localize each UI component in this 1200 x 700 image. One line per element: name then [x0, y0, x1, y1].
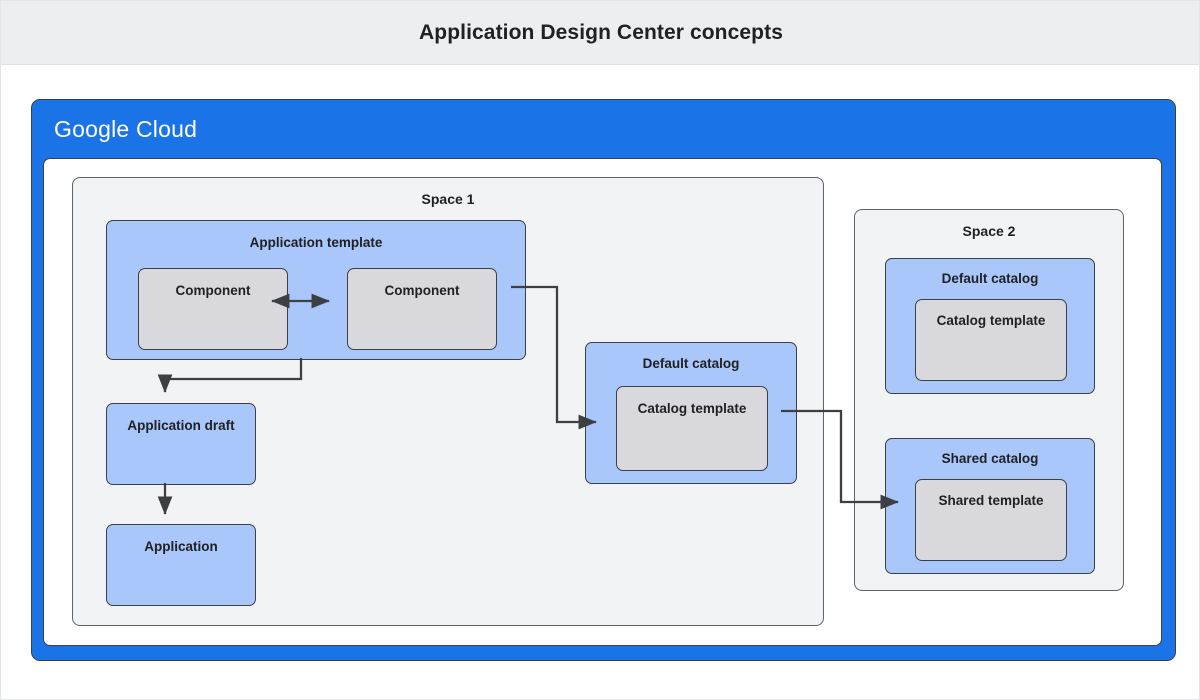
component-label-1: Component [175, 283, 251, 298]
application-draft-box: Application draft [106, 403, 256, 485]
space-2-container: Space 2 Default catalog Catalog template… [854, 209, 1124, 591]
shared-catalog-label: Shared catalog [941, 451, 1039, 466]
shared-template-label: Shared template [938, 493, 1044, 508]
shared-catalog-box: Shared catalog Shared template [885, 438, 1095, 574]
application-template-box: Application template Component Component [106, 220, 526, 360]
google-cloud-logo-secondary: Cloud [135, 116, 198, 142]
google-cloud-inner-panel: Space 1 Application template Component C… [43, 158, 1162, 646]
default-catalog-label-space-1: Default catalog [642, 356, 740, 371]
google-cloud-frame: Google Cloud Space 1 Application templat… [31, 99, 1176, 661]
application-template-label: Application template [249, 235, 383, 250]
catalog-template-label-space-1: Catalog template [637, 401, 747, 416]
application-label: Application [144, 539, 218, 554]
application-draft-label: Application draft [127, 418, 235, 433]
application-box: Application [106, 524, 256, 606]
space-1-title: Space 1 [421, 191, 475, 207]
default-catalog-box-space-1: Default catalog Catalog template [585, 342, 797, 484]
space-1-container: Space 1 Application template Component C… [72, 177, 824, 626]
catalog-template-box-space-2: Catalog template [915, 299, 1067, 381]
component-label-2: Component [384, 283, 460, 298]
shared-template-box: Shared template [915, 479, 1067, 561]
page-title: Application Design Center concepts [419, 20, 783, 44]
google-cloud-logo-primary: Google [54, 116, 130, 142]
default-catalog-box-space-2: Default catalog Catalog template [885, 258, 1095, 394]
component-box-1: Component [138, 268, 288, 350]
catalog-template-box-space-1: Catalog template [616, 386, 768, 471]
google-cloud-logo: Google Cloud [54, 116, 197, 143]
component-box-2: Component [347, 268, 497, 350]
space-2-title: Space 2 [962, 223, 1016, 239]
page-header: Application Design Center concepts [1, 1, 1199, 65]
catalog-template-label-space-2: Catalog template [936, 313, 1046, 328]
default-catalog-label-space-2: Default catalog [941, 271, 1039, 286]
